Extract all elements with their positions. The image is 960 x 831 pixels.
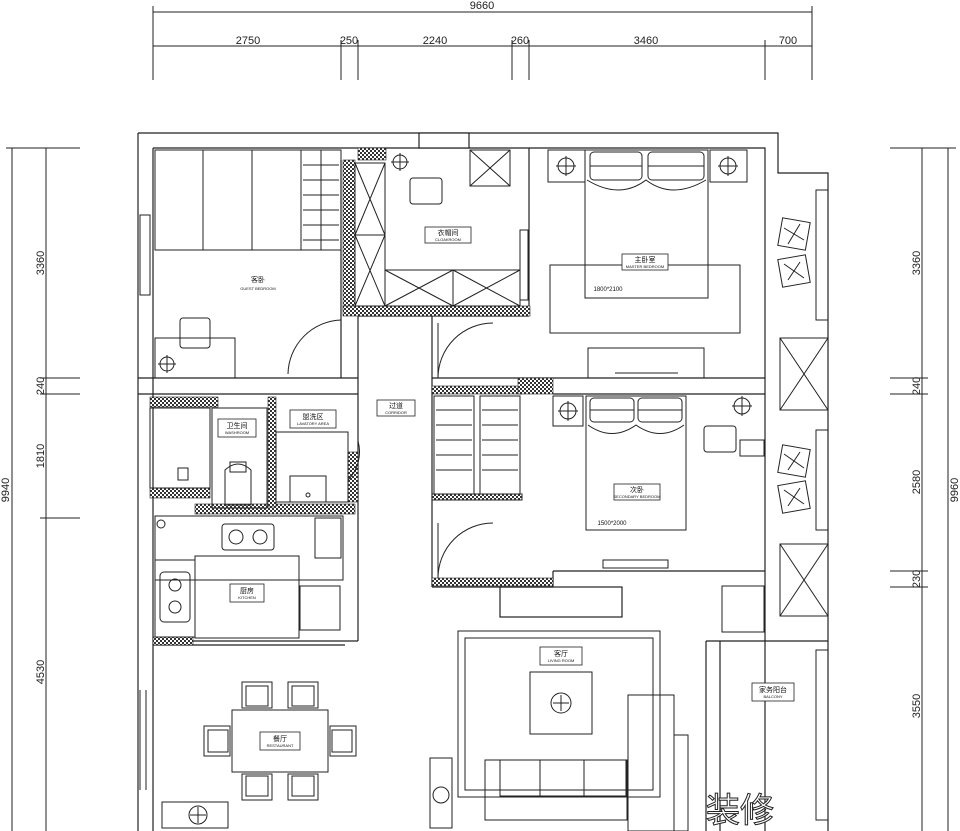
secondary-bedroom [431, 395, 765, 579]
label-box-secondary [613, 483, 661, 501]
watermark-text: 装修 [706, 792, 774, 830]
label-lavatory-en: LAVATORY AREA [297, 421, 329, 426]
dim-right-seg-4: 230 [911, 570, 923, 588]
walls [137, 132, 829, 831]
master-bedroom [437, 149, 748, 379]
label-box-balcony [751, 682, 795, 702]
label-guest-bedroom-en: GUEST BEDROOM [240, 286, 276, 291]
dim-left-total: 9940 [0, 478, 12, 502]
master-bed-size: 1800*2100 [593, 287, 623, 293]
label-guest-bedroom-cn: 客卧 [251, 275, 265, 284]
label-box-cloakroom [424, 226, 472, 244]
living-room [429, 630, 689, 831]
label-dining-cn: 餐厅 [273, 734, 287, 743]
label-box-corridor [376, 399, 416, 417]
label-balcony-cn: 家务阳台 [759, 685, 787, 694]
label-bathroom-cn: 卫生间 [227, 421, 248, 430]
label-box-lavatory [289, 409, 337, 429]
dim-right-seg-3: 2580 [911, 470, 923, 494]
label-corridor-cn: 过道 [389, 401, 403, 410]
dim-top-seg-3: 2240 [423, 35, 447, 47]
label-master-bedroom-en: MASTER BEDROOM [626, 264, 664, 269]
label-kitchen-cn: 厨房 [240, 586, 254, 595]
label-box-living [539, 646, 583, 666]
dim-top-seg-1: 2750 [236, 35, 260, 47]
left-dimensions [6, 147, 80, 831]
label-balcony-en: BALCONY [763, 694, 782, 699]
label-cloakroom-cn: 衣帽间 [438, 228, 459, 237]
guest-bedroom [139, 149, 342, 379]
label-corridor-en: CORRIDOR [385, 410, 407, 415]
dim-left-seg-2: 240 [35, 377, 47, 395]
label-master-bedroom-cn: 主卧室 [635, 255, 656, 264]
label-secondary-bedroom-cn: 次卧 [630, 485, 644, 494]
dim-top-seg-6: 700 [779, 35, 797, 47]
bathroom [149, 407, 360, 509]
label-box-dining [259, 731, 301, 751]
dim-top-seg-2: 250 [340, 35, 358, 47]
label-bathroom-en: WASHROOM [225, 430, 249, 435]
dim-left-seg-3: 1810 [35, 444, 47, 468]
dim-right-seg-1: 3360 [911, 251, 923, 275]
label-cloakroom-en: CLOAKROOM [435, 237, 461, 242]
dim-left-seg-4: 4530 [35, 660, 47, 684]
kitchen [154, 515, 344, 639]
right-balcony-cabinets [721, 189, 829, 821]
label-box-master [621, 253, 669, 271]
label-lavatory-cn: 盥洗区 [303, 412, 324, 421]
label-living-room-cn: 客厅 [554, 649, 568, 658]
secondary-bed-size: 1500*2000 [597, 521, 627, 527]
dim-right-seg-5: 3550 [911, 694, 923, 718]
dim-top-total: 9660 [470, 0, 494, 12]
dim-left-seg-1: 3360 [35, 251, 47, 275]
label-dining-en: RESTAURANT [267, 743, 294, 748]
label-kitchen-en: KITCHEN [238, 595, 256, 600]
label-box-kitchen [229, 583, 265, 603]
cloakroom [354, 149, 529, 307]
dim-right-total: 9960 [949, 478, 960, 502]
dim-top-seg-5: 3460 [634, 35, 658, 47]
dim-right-seg-2: 240 [911, 377, 923, 395]
right-dimensions [890, 147, 956, 831]
top-dimensions [152, 6, 813, 80]
hatched-walls [149, 147, 554, 646]
dining-room [139, 681, 357, 829]
dim-top-seg-4: 260 [511, 35, 529, 47]
label-living-room-en: LIVING ROOM [548, 658, 575, 663]
label-box-bathroom [217, 418, 257, 438]
label-secondary-bedroom-en: SECONDARY BEDROOM [614, 494, 661, 499]
plant-icons [777, 217, 811, 514]
